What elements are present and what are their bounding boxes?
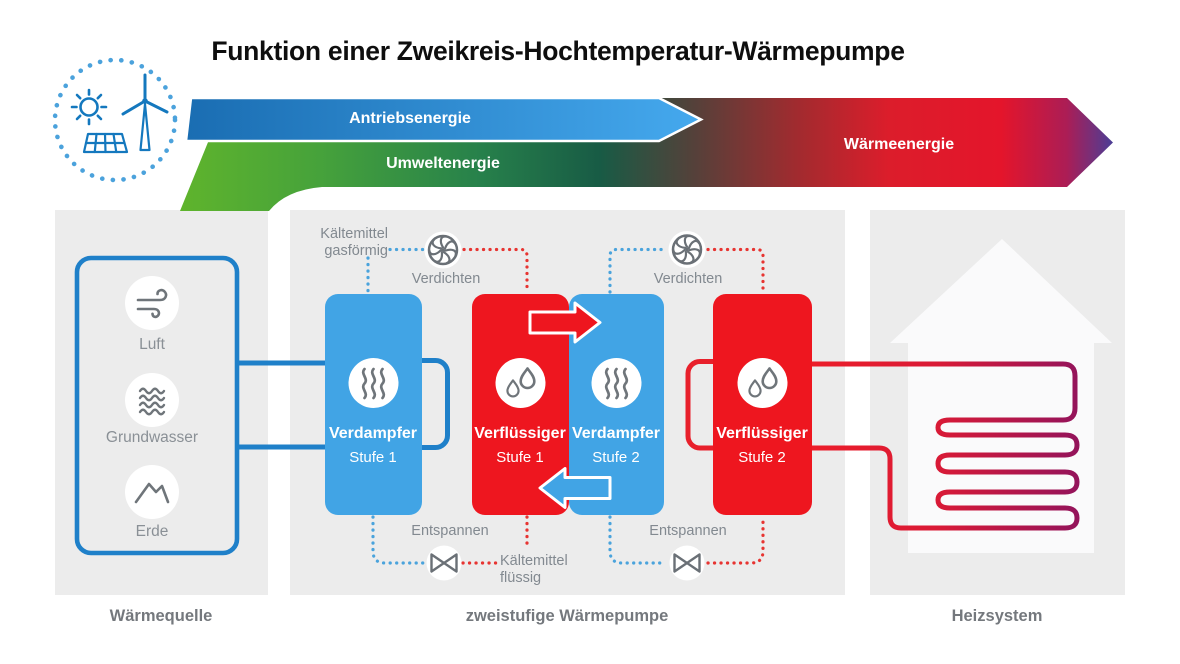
expand-label-2: Entspannen <box>649 523 727 539</box>
evaporator-stage2-label: Verdampfer Stufe 2 <box>571 425 661 466</box>
heat-source-loop-box <box>74 255 240 556</box>
condenser-stage2-label: Verflüssiger Stufe 2 <box>716 425 808 466</box>
solar-panel-icon <box>82 132 129 154</box>
heat-source-caption: Wärmequelle <box>109 607 213 625</box>
compress-label-2: Verdichten <box>653 271 723 287</box>
drive-energy-arrow <box>184 96 704 143</box>
evaporator-stage1-label: Verdampfer Stufe 1 <box>328 425 418 466</box>
wind-icon <box>136 288 168 319</box>
droplets-icon <box>748 367 778 398</box>
drive-energy-label: Antriebsenergie <box>349 110 471 127</box>
heating-coil-pipe <box>812 361 1080 531</box>
heat-pump-caption: zweistufige Wärmepumpe <box>465 607 669 625</box>
compressor-fan-icon <box>668 231 706 268</box>
source-label-air: Luft <box>139 336 165 353</box>
sun-icon <box>70 88 108 126</box>
page-title: Funktion einer Zweikreis-Hochtemperatur-… <box>211 36 905 66</box>
droplets-icon <box>506 367 536 398</box>
environment-energy-label: Umweltenergie <box>386 155 500 172</box>
refrigerant-cold-dotted-lines <box>366 247 668 565</box>
refrigerant-gas-label: Kältemittel gasförmig <box>320 226 388 259</box>
heat-transfer-right-arrow <box>528 301 602 344</box>
expand-label-1: Entspannen <box>411 523 489 539</box>
condenser-stage1-label: Verflüssiger Stufe 1 <box>474 425 566 466</box>
expansion-valve-icon <box>669 545 705 581</box>
compress-label-1: Verdichten <box>411 271 481 287</box>
water-waves-icon <box>138 387 166 416</box>
block-icons <box>348 358 788 408</box>
expansion-valve-icon <box>426 545 462 581</box>
source-pipes <box>237 360 326 450</box>
heating-system-caption: Heizsystem <box>951 607 1043 625</box>
dotted-circle <box>52 57 178 183</box>
source-label-earth: Erde <box>135 523 169 540</box>
refrigerant-hot-dotted-lines <box>461 247 765 565</box>
mountains-icon <box>134 482 170 504</box>
source-label-groundwater: Grundwasser <box>105 429 199 446</box>
compressor-fan-icon <box>424 231 462 269</box>
steam-icon <box>604 367 629 400</box>
steam-icon <box>361 367 386 400</box>
refrigerant-liquid-label: Kältemittel flüssig <box>500 553 568 586</box>
wind-turbine-icon <box>121 73 169 152</box>
source-icons <box>125 276 179 519</box>
refrigerant-return-left-arrow <box>538 467 612 509</box>
renewable-energy-emblem <box>52 57 178 183</box>
heat-energy-label: Wärmeenergie <box>843 136 955 153</box>
